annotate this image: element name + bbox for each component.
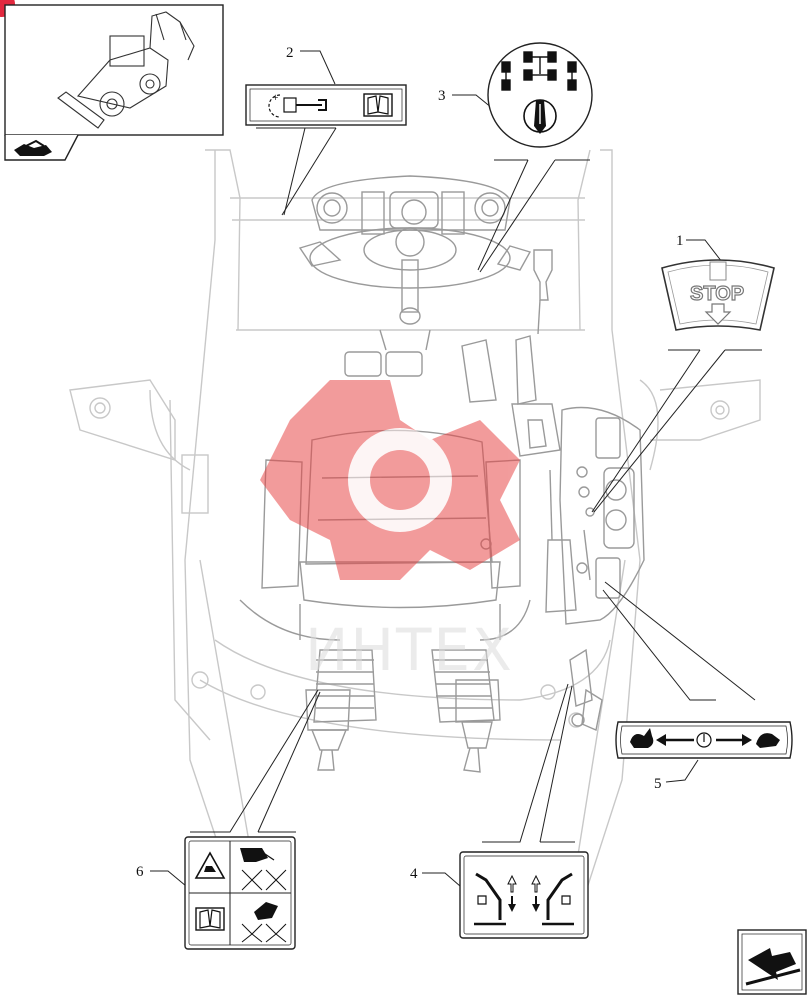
page-back-arrow-icon[interactable] xyxy=(14,139,52,156)
stabilizer-right-icon xyxy=(531,872,574,926)
callout-1: 1 xyxy=(676,233,684,249)
watermark-text: ИНТЕХ xyxy=(305,616,514,684)
side-console xyxy=(545,406,645,625)
callout-3: 3 xyxy=(438,88,446,104)
decal-1: STOP 1 xyxy=(661,233,775,331)
thumbnail-box xyxy=(4,4,224,161)
svg-text:+: + xyxy=(272,93,279,102)
callout-2: 2 xyxy=(286,45,294,61)
right-arrow-icon xyxy=(716,734,752,746)
right-joystick xyxy=(431,649,501,773)
side-levers xyxy=(569,648,603,731)
throttle-knob-icon xyxy=(696,732,712,748)
leader-lines xyxy=(150,50,762,887)
gear-lever xyxy=(511,249,561,457)
callout-6: 6 xyxy=(136,864,144,880)
backhoe-loader-icon xyxy=(57,11,195,129)
warning-triangle-icon xyxy=(194,851,226,879)
decal-6: 6 xyxy=(136,836,296,950)
stop-label: STOP xyxy=(690,283,744,305)
down-arrow-icon xyxy=(704,303,732,325)
decal-3: 3 xyxy=(438,42,593,148)
left-arrow-icon xyxy=(656,734,694,746)
decal-5: 5 xyxy=(615,721,793,792)
steering-mode-icons xyxy=(501,51,577,91)
steering-console xyxy=(298,175,532,403)
loader-control-icon xyxy=(240,848,287,891)
ignition-key-icon: + xyxy=(268,93,327,118)
manual-book-icon xyxy=(195,907,225,931)
decal-2: + 2 xyxy=(245,45,407,126)
rabbit-fast-icon xyxy=(630,728,654,748)
stabilizer-left-icon xyxy=(474,872,517,926)
next-page-arrow-icon[interactable] xyxy=(737,929,807,995)
left-joystick xyxy=(305,649,377,771)
decal-4: 4 xyxy=(410,851,589,939)
watermark: ИНТЕХ xyxy=(260,380,520,684)
manual-book-icon xyxy=(363,93,393,117)
rotary-knob-icon xyxy=(523,99,557,134)
backhoe-control-icon xyxy=(241,902,287,943)
turtle-slow-icon xyxy=(756,733,780,748)
cab-outline xyxy=(69,149,761,911)
callout-4: 4 xyxy=(410,866,418,882)
callout-5: 5 xyxy=(654,776,662,792)
